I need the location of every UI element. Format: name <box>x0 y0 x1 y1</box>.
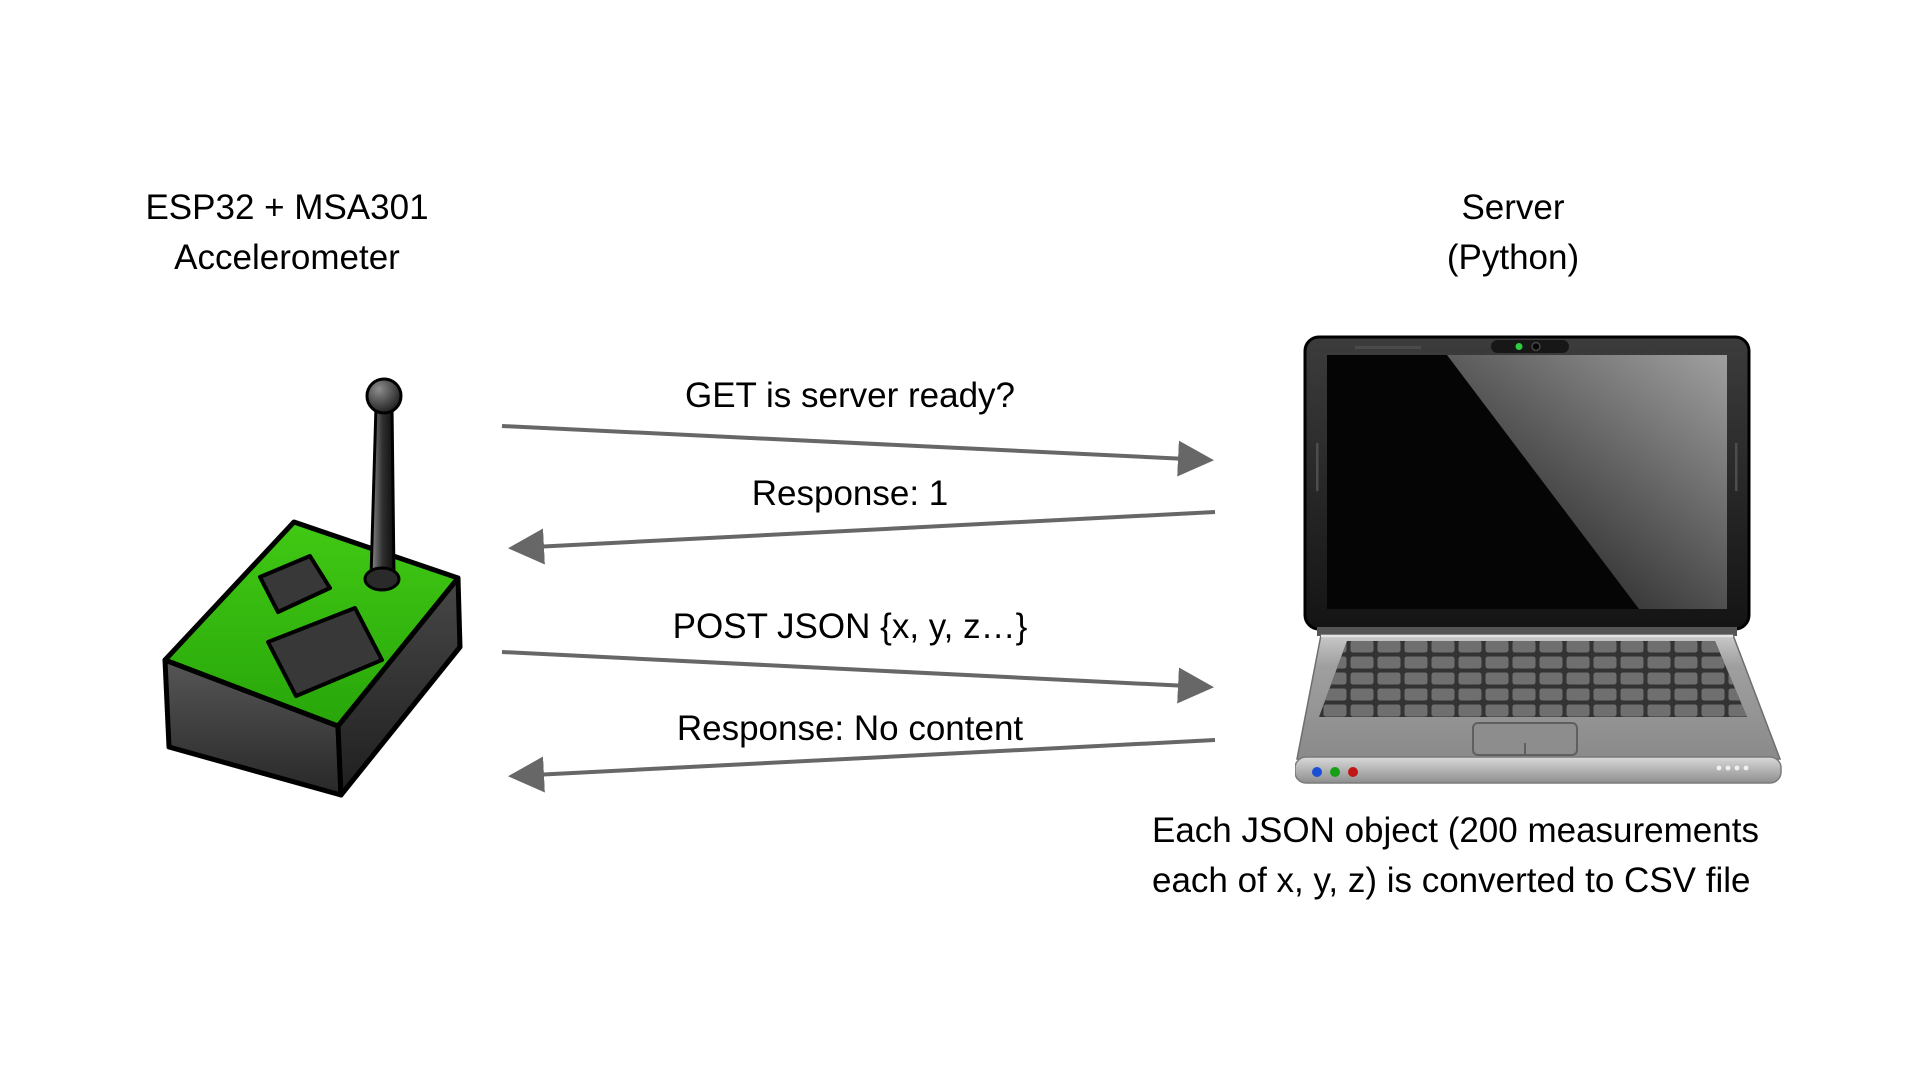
webcam-lens-icon <box>1531 341 1541 352</box>
note-line1: Each JSON object (200 measurements <box>1152 811 1759 850</box>
device-title: ESP32 + MSA301 Accelerometer <box>37 183 537 283</box>
laptop-icon <box>1295 335 1782 784</box>
webcam-housing <box>1491 340 1569 353</box>
status-led-red <box>1348 767 1358 777</box>
arrow-post-json <box>501 650 1214 704</box>
message-label-get-ready: GET is server ready? <box>684 376 1016 415</box>
message-label-post-json: POST JSON {x, y, z…} <box>672 607 1028 646</box>
antenna-base <box>363 566 401 592</box>
antenna-ball <box>365 377 403 415</box>
server-title-line2: (Python) <box>1446 238 1580 277</box>
antenna-rod <box>369 404 396 579</box>
laptop-screen <box>1303 335 1751 631</box>
webcam-led <box>1515 343 1523 350</box>
screen-reflection <box>1447 355 1727 609</box>
laptop-base <box>1295 634 1782 784</box>
bezel-mark-right <box>1735 443 1738 491</box>
message-label-response-no-content: Response: No content <box>676 709 1024 748</box>
arrow-get-request <box>501 424 1214 477</box>
chip-large <box>266 606 384 698</box>
antenna-icon <box>363 377 403 592</box>
server-title: Server (Python) <box>1263 183 1763 283</box>
status-led-green <box>1330 767 1340 777</box>
bezel-mic-slot <box>1355 346 1421 349</box>
chip-small <box>258 554 332 614</box>
esp32-accelerometer-device-icon <box>162 377 463 798</box>
front-vent-dots <box>1716 765 1749 771</box>
message-label-response-1: Response: 1 <box>751 474 949 513</box>
bezel-mark-left <box>1316 443 1319 491</box>
server-title-line1: Server <box>1461 188 1565 227</box>
device-chips <box>258 554 384 698</box>
arrow-response-1 <box>508 510 1216 565</box>
keyboard-keys <box>1319 641 1747 717</box>
device-title-line2: Accelerometer <box>174 238 400 277</box>
laptop-hinge <box>1317 627 1737 636</box>
arrow-response-no-content <box>508 738 1216 793</box>
device-title-line1: ESP32 + MSA301 <box>145 188 429 227</box>
status-led-blue <box>1312 767 1322 777</box>
note-text: Each JSON object (200 measurements each … <box>1152 806 1912 906</box>
front-edge <box>1295 756 1782 784</box>
note-line2: each of x, y, z) is converted to CSV fil… <box>1152 861 1751 900</box>
